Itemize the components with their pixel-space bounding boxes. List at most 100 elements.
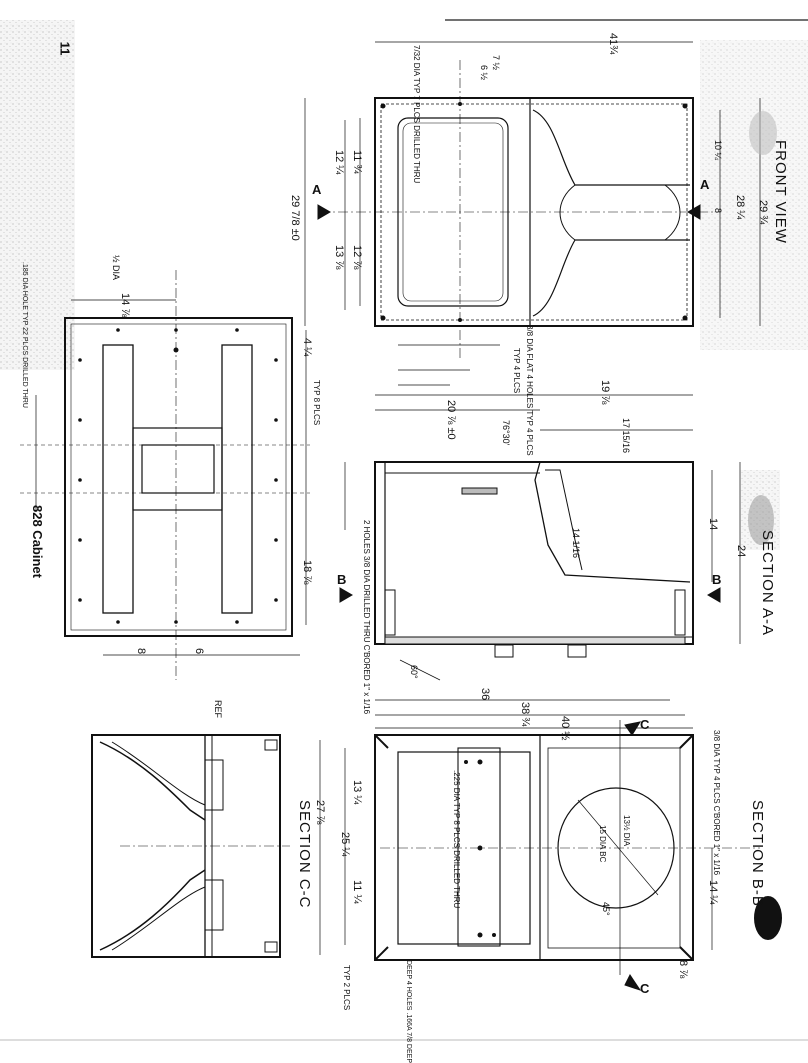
front-view [304, 41, 761, 386]
bb-diag [577, 799, 659, 896]
note-two-holes: 2 HOLES 3/8 DIA DRILLED THRU C'BORED 1" … [362, 520, 371, 715]
note-ref: REF [213, 700, 223, 718]
aa-brace [461, 487, 498, 495]
bb-corner-1 [374, 734, 389, 749]
horn-flare-bottom [532, 239, 690, 317]
dim-label-14left: 14 ⅞ [119, 293, 131, 318]
left-inner-box [70, 323, 287, 631]
aa-horn-2 [545, 469, 583, 571]
dim-label-18: 18 ⅞ [301, 560, 313, 585]
dim-label-12: 12 ¼ [333, 150, 345, 175]
section-cc-label: SECTION C-C [296, 800, 313, 909]
section-bb [319, 720, 760, 991]
horn-flare-top [532, 109, 690, 186]
marker-c-top: C [640, 717, 650, 732]
scan-noise-left [0, 20, 75, 370]
bb-corner-3 [374, 946, 389, 961]
left-plate [141, 444, 215, 494]
note-angle-76: 76°30' [501, 420, 511, 446]
section-c-arrow-bottom [624, 974, 642, 991]
dim-label-front-height: 29 7/8 ±0 [289, 195, 301, 241]
scan-blob-1 [749, 111, 777, 155]
scan-noise-right [700, 40, 808, 350]
horn-throat [559, 184, 576, 241]
dim-label-front-outer-h: 29 ¾ [757, 200, 769, 225]
cc-horn-bottom [99, 869, 206, 951]
left-brace-1 [102, 344, 134, 614]
aa-front-panel [374, 461, 386, 645]
section-aa [339, 394, 741, 729]
note-dia-holes-left: .185 DIA HOLE TYP 22 PLCS DRILLED THRU [21, 262, 28, 408]
marker-b-left: B [337, 572, 347, 587]
note-typ-2plcs: TYP 2 PLCS [342, 965, 351, 1011]
cc-horn-top [99, 741, 206, 821]
dim-label-38: 38 ¾ [519, 702, 531, 727]
section-aa-label: SECTION A-A [759, 530, 776, 637]
note-typ-8plcs: TYP 8 PLCS [312, 380, 321, 426]
note-flat-holes: 3/8 DIA FLAT 4 HOLES TYP 4 PLCS [525, 325, 534, 456]
dim-label-19: 19 ⅞ [599, 380, 611, 405]
bb-plate [457, 747, 501, 947]
cc-horn-bottom-2 [111, 886, 206, 951]
aa-side-block-2 [384, 589, 396, 636]
note-dia-225: .225 DIA TYP 8 PLCS DRILLED THRU [452, 770, 461, 909]
dim-label-8c: 8 ⅞ [677, 960, 689, 979]
dim-label-front-width: 41¾ [607, 33, 619, 55]
dim-label-11c: 11 ¼ [351, 880, 363, 904]
scan-blob-2 [748, 495, 774, 545]
cc-block-1 [204, 759, 224, 811]
marker-a-right: A [700, 177, 710, 192]
section-cc [91, 734, 290, 958]
front-view-label: FRONT VIEW [772, 140, 789, 244]
bb-outer [374, 734, 694, 961]
note-dia-15: 15 DIA BC [598, 825, 607, 863]
note-angle-45: 45° [601, 902, 611, 916]
dim-label-14b: 14 1/16 [571, 528, 581, 559]
section-b-arrow-right [707, 587, 721, 603]
cc-outer [91, 734, 281, 958]
dim-label-10: 10 ¼ [713, 140, 723, 161]
note-cbored-typ: 3/8 DIA TYP 4 PLCS C'BORED 1" x 1/16 [712, 730, 721, 876]
bb-corner-4 [679, 946, 694, 961]
left-view [20, 270, 310, 680]
note-angle-60: 60° [409, 665, 419, 679]
note-bolt-holes: DEEP 4 HOLES .166A 7/8 DEEP [405, 960, 412, 1063]
aa-outer [374, 461, 694, 645]
horn-mouth [664, 184, 681, 241]
dim-label-7: 7 ½ [491, 55, 501, 71]
dim-label-24: 24 [735, 545, 747, 558]
dim-label-17: 17 15/16 [621, 418, 631, 454]
aa-60-leader [399, 659, 441, 681]
dim-label-6: 6 ½ [479, 65, 489, 81]
dim-label-40: 40 ½ [559, 716, 571, 741]
note-dia-half: ½ DIA [111, 255, 121, 281]
aa-foot-1 [494, 644, 514, 658]
scan-blob-3 [754, 896, 782, 940]
dim-label-front-inner-h: 28 ¼ [734, 195, 746, 220]
aa-foot-2 [567, 644, 587, 658]
dim-label-13: 13 ⅞ [333, 245, 345, 270]
left-brace-2 [221, 344, 253, 614]
bb-corner-2 [679, 734, 694, 749]
section-c-arrow-top [624, 721, 642, 736]
dim-label-8: 8 [713, 208, 723, 214]
note-typ-drilled: 7/32 DIA TYP 7 PLCS DRILLED THRU [412, 45, 421, 184]
dim-label-36: 36 [479, 688, 491, 701]
dim-label-8left: 8 [135, 648, 147, 655]
dim-label-4left: 4 ¼ [301, 338, 313, 357]
note-typ-4plcs: TYP 4 PLCS [512, 348, 521, 394]
dim-label-6left: 6 [193, 648, 205, 655]
note-dia-13: 13½ DIA [622, 815, 631, 847]
cc-cap-bottom [264, 941, 278, 953]
left-outer-box [64, 317, 293, 637]
marker-b-right: B [712, 572, 722, 587]
marker-c-bottom: C [640, 981, 650, 996]
dim-label-14c: 14 ¼ [707, 880, 719, 905]
dim-label-25: 25 ¼ [339, 832, 351, 857]
section-bb-label: SECTION B-B [749, 800, 766, 907]
aa-horn [534, 461, 691, 583]
section-a-arrow-right [687, 204, 701, 220]
aa-side-block [674, 589, 686, 636]
dim-label-14: 14 [707, 518, 719, 531]
